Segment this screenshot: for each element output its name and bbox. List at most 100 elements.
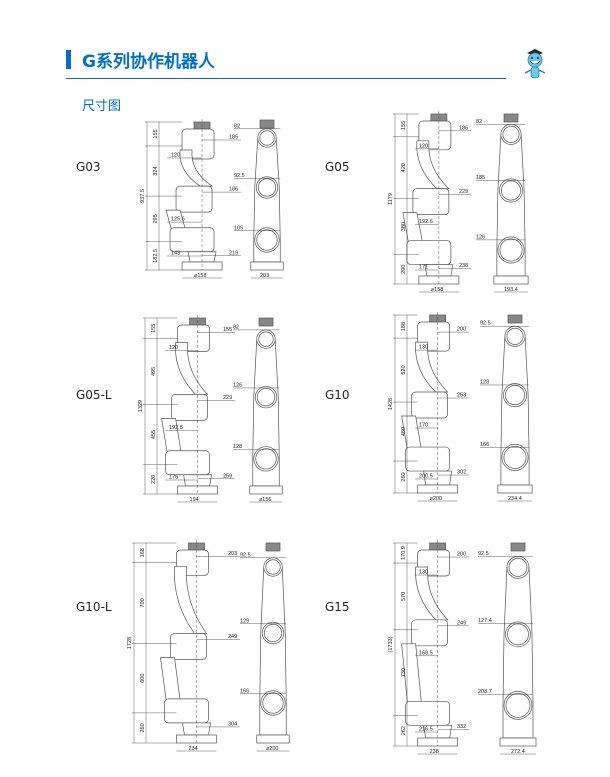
segment-height-label: 188 [401, 322, 407, 331]
segment-height-label: 380 [401, 222, 407, 231]
model-label: G15 [325, 600, 350, 614]
offset-label: 229 [459, 189, 468, 195]
offset-label: 120 [419, 143, 428, 149]
offset-label: 304 [228, 721, 237, 727]
segment-height-label: 168 [140, 548, 146, 557]
overall-height-label: 1728 [127, 637, 133, 649]
section-heading: 尺寸图 [82, 99, 122, 114]
offset-label: 200 [457, 327, 466, 333]
front-width-label: 82 [233, 324, 239, 330]
front-width-label: 92.5 [480, 321, 491, 327]
offset-label: 120 [171, 152, 180, 158]
front-base-width-label: ⌀200 [266, 746, 279, 752]
side-view-drawing: 937.5155324295182.5185186219120125.6143⌀… [140, 119, 241, 279]
model-label: G10-L [76, 600, 112, 614]
overall-height-label: (1733) [388, 636, 394, 652]
figure-g10: 1428188520480260200253302130170200.5⌀200… [388, 312, 533, 502]
segment-height-label: 220 [151, 475, 157, 484]
offset-label: 216.5 [419, 727, 433, 733]
title-accent-bar [66, 50, 71, 69]
front-width-label: 82 [234, 123, 240, 129]
segment-height-label: 155 [153, 129, 159, 138]
offset-label: 130 [419, 345, 428, 351]
front-width-label: 208.7 [478, 689, 492, 695]
front-width-label: 92.5 [234, 173, 245, 179]
segment-height-label: 170.9 [401, 546, 407, 560]
segment-height-label: 455 [151, 430, 157, 439]
offset-label: 200 [457, 552, 466, 558]
segment-height-label: 295 [153, 214, 159, 223]
overall-height-label: 937.5 [140, 189, 146, 203]
front-view-drawing: 92.5 127.4 208.7 272.4 [478, 542, 537, 755]
offset-label: 259 [223, 473, 232, 479]
base-width-label: 234 [188, 746, 197, 752]
base-width-label: ⌀158 [194, 273, 207, 279]
offset-label: 200.5 [419, 474, 433, 480]
offset-label: 120 [169, 345, 178, 351]
front-width-label: 126 [233, 382, 242, 388]
model-label: G03 [76, 160, 101, 174]
front-base-width-label: 203 [260, 273, 269, 279]
base-width-label: ⌀200 [430, 496, 443, 502]
segment-height-label: 520 [401, 365, 407, 374]
segment-height-label: 600 [140, 674, 146, 683]
segment-height-label: 700 [140, 598, 146, 607]
offset-label: 130 [419, 570, 428, 576]
front-width-label: 92.5 [240, 552, 251, 558]
front-width-label: 127.4 [478, 618, 492, 624]
front-base-width-label: 234.4 [508, 496, 522, 502]
figure-g15: (1733)170.9570730262200249332130168.5216… [388, 540, 537, 755]
front-width-label: 166 [240, 688, 249, 694]
offset-label: 171 [419, 265, 428, 271]
overall-height-label: 1179 [388, 193, 394, 205]
front-width-label: 129 [240, 618, 249, 624]
segment-height-label: 260 [401, 472, 407, 481]
segment-height-label: 182.5 [153, 249, 159, 263]
side-view-drawing: (1733)170.9570730262200249332130168.5216… [388, 540, 469, 755]
offset-label: 143 [171, 251, 180, 257]
offset-label: 185 [229, 134, 238, 140]
offset-label: 219 [229, 250, 238, 256]
offset-label: 176 [169, 475, 178, 481]
page-title: G系列协作机器人 [82, 52, 215, 72]
front-width-label: 82 [476, 119, 482, 125]
segment-height-label: 200 [401, 265, 407, 274]
front-base-width-label: 193.4 [504, 287, 518, 293]
offset-label: 229 [223, 395, 232, 401]
overall-height-label: 1329 [138, 400, 144, 412]
segment-height-label: 420 [401, 163, 407, 172]
front-base-width-label: 272.4 [511, 749, 525, 755]
offset-label: 186 [459, 125, 468, 131]
offset-label: 186 [229, 187, 238, 193]
offset-label: 192.6 [419, 219, 433, 225]
offset-label: 203 [228, 551, 237, 557]
front-view-drawing: 92.5 129 166 ⌀200 [240, 542, 290, 752]
figure-g05: 1179155420380200186229238120192.6171⌀158… [388, 111, 529, 293]
offset-label: 332 [457, 724, 466, 730]
base-width-label: 194 [190, 497, 199, 503]
figure-g03: 937.5155324295182.5185186219120125.6143⌀… [140, 119, 284, 279]
mascot-logo [524, 49, 546, 79]
front-width-label: 105 [234, 225, 243, 231]
segment-height-label: 495 [151, 367, 157, 376]
base-width-label: 238 [430, 749, 439, 755]
offset-label: 155 [223, 327, 232, 333]
front-width-label: 128 [480, 379, 489, 385]
front-width-label: 92.5 [478, 551, 489, 557]
segment-height-label: 260 [140, 723, 146, 732]
segment-height-label: 730 [401, 668, 407, 677]
offset-label: 168.5 [419, 650, 433, 656]
front-width-label: 128 [233, 444, 242, 450]
front-width-label: 185 [476, 175, 485, 181]
offset-label: 192.5 [169, 425, 183, 431]
title-divider [66, 78, 506, 79]
model-label: G10 [325, 388, 350, 402]
figure-g05-l: 1329155495455220155229259120192.51761948… [138, 315, 283, 503]
